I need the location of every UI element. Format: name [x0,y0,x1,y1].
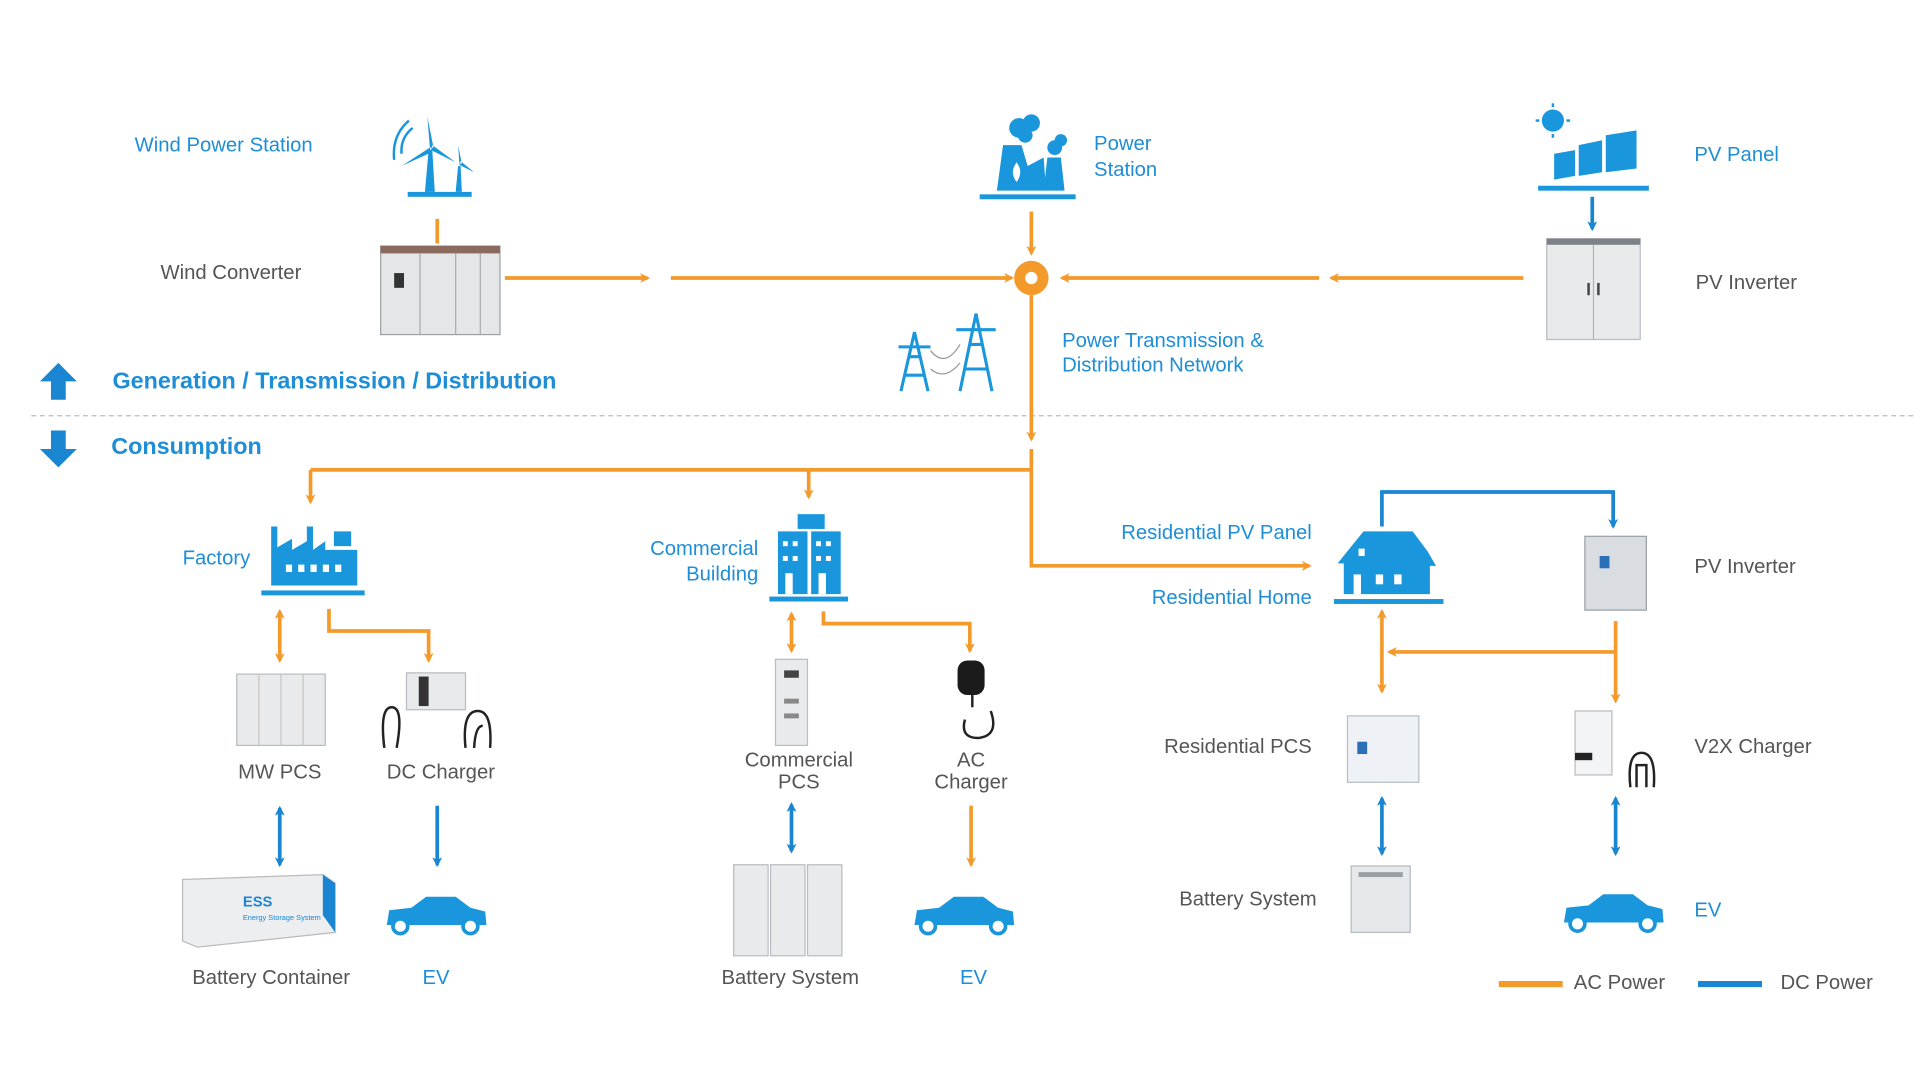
up-arrow-icon [39,362,77,400]
power-station-icon [979,114,1076,200]
ac-flow-lines [274,211,1621,868]
wind-turbine-icon [392,116,475,197]
factory-label: Factory [183,548,251,570]
down-arrow-icon [39,430,77,468]
pv-inverter-image [1546,238,1641,341]
wind-power-station-label: Wind Power Station [135,134,313,156]
ev-label: EV [960,967,988,989]
ac-charger-image [957,660,995,740]
v2x-charger-label: V2X Charger [1694,736,1811,758]
residential-home-icon [1333,531,1444,604]
dc-charger-label: DC Charger [387,762,495,784]
transmission-tower-icon [898,313,996,392]
legend-dc-label: DC Power [1780,972,1873,994]
legend-ac-label: AC Power [1574,972,1666,994]
pv-inverter-label: PV Inverter [1696,272,1798,294]
ev-car-icon [1563,894,1664,934]
residential-battery-system-image [1350,865,1411,934]
generation-section-label: Generation / Transmission / Distribution [112,368,556,394]
grid-node-icon [1014,260,1049,296]
ev-car-icon [386,896,487,936]
factory-icon [261,526,365,596]
mw-pcs-image [236,673,326,747]
wind-converter-label: Wind Converter [160,262,301,284]
battery-container-image: ESS Energy Storage System [181,873,336,948]
ev-label: EV [422,967,450,989]
commercial-building-icon [769,514,849,602]
pv-panel-label: PV Panel [1694,144,1779,166]
commercial-pcs-image [774,658,809,747]
residential-pcs-image [1346,715,1420,783]
ess-logo-subtitle: Energy Storage System [243,913,321,922]
legend: AC Power DC Power [1498,972,1873,994]
commercial-battery-system-image [733,864,843,957]
pv-panel-icon [1535,103,1649,191]
ev-car-icon [914,896,1015,936]
residential-pv-panel-label: Residential PV Panel [1121,522,1312,544]
residential-pv-inverter-image [1584,535,1647,611]
v2x-charger-image [1574,710,1656,788]
commercial-battery-system-label: Battery System [721,967,859,989]
dc-charger-image [381,672,492,749]
dc-flow-lines [274,196,1621,868]
residential-home-label: Residential Home [1152,587,1312,609]
wind-converter-image [380,245,501,336]
network-label: Power Transmission &Distribution Network [1062,330,1264,377]
consumption-section-label: Consumption [111,433,262,459]
mw-pcs-label: MW PCS [238,762,321,784]
battery-container-label: Battery Container [192,967,350,989]
residential-battery-system-label: Battery System [1179,888,1317,910]
ev-label: EV [1694,899,1722,921]
residential-pcs-label: Residential PCS [1164,736,1312,758]
ess-logo: ESS [243,895,273,911]
residential-pv-inverter-label: PV Inverter [1694,556,1796,578]
